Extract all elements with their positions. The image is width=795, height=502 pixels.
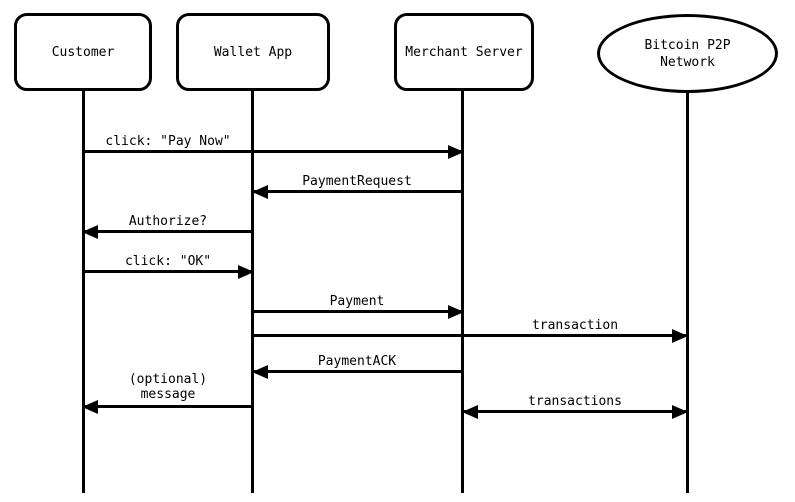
message-arrow-transaction (253, 328, 688, 343)
message-label-optional-message: (optional) message (128, 372, 208, 402)
arrowhead-left-icon (462, 404, 478, 419)
lifeline-bitcoin-p2p-network (686, 92, 689, 493)
arrowhead-right-icon (672, 328, 688, 343)
arrowhead-left-icon (82, 224, 98, 239)
actor-wallet-app: Wallet App (176, 13, 330, 91)
lifeline-customer (82, 91, 85, 493)
message-label-transaction: transaction (531, 318, 619, 333)
message-label-authorize: Authorize? (128, 214, 208, 229)
message-label-payment-request: PaymentRequest (302, 174, 412, 189)
actor-customer-label: Customer (51, 44, 115, 60)
message-arrow-payment-ack (252, 364, 463, 379)
message-label-click-ok: click: "OK" (124, 254, 212, 269)
actor-bitcoin-p2p-network: Bitcoin P2P Network (597, 14, 778, 93)
arrowhead-right-icon (448, 144, 464, 159)
message-arrow-payment (253, 304, 464, 319)
lifeline-wallet-app (251, 91, 254, 493)
actor-bitcoin-p2p-network-label: Bitcoin P2P Network (644, 37, 731, 70)
arrowhead-left-icon (82, 399, 98, 414)
arrowhead-right-icon (448, 304, 464, 319)
arrowhead-left-icon (252, 184, 268, 199)
message-arrow-click-pay-now (83, 144, 464, 159)
message-label-transactions: transactions (528, 394, 622, 409)
actor-merchant-server-label: Merchant Server (405, 44, 523, 60)
arrowhead-right-icon (238, 264, 254, 279)
message-arrow-click-ok (83, 264, 254, 279)
lifeline-merchant-server (461, 91, 464, 493)
message-arrow-transactions (462, 404, 688, 419)
message-label-payment: Payment (329, 294, 385, 309)
arrowhead-left-icon (252, 364, 268, 379)
actor-merchant-server: Merchant Server (394, 13, 534, 91)
message-arrow-payment-request (252, 184, 463, 199)
actor-wallet-app-label: Wallet App (213, 44, 293, 60)
message-label-payment-ack: PaymentACK (317, 354, 397, 369)
message-label-click-pay-now: click: "Pay Now" (105, 134, 231, 149)
message-arrow-authorize (82, 224, 253, 239)
arrowhead-right-icon (672, 404, 688, 419)
message-arrow-optional-message (82, 399, 253, 414)
actor-customer: Customer (14, 13, 152, 91)
